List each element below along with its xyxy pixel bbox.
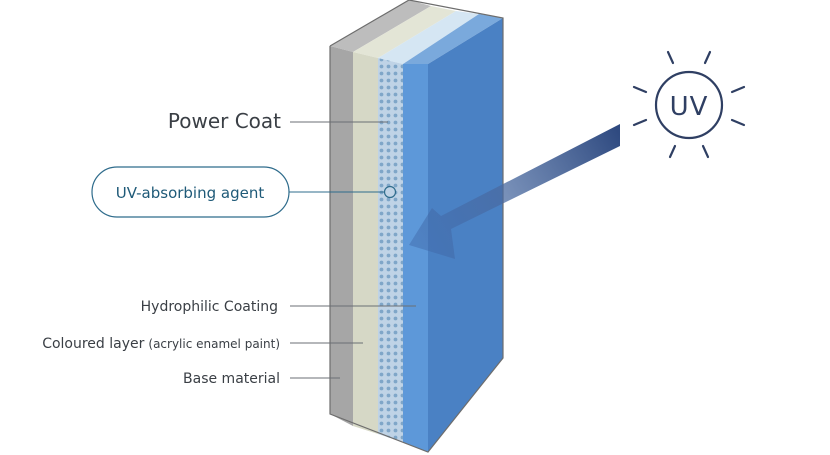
hydrophilic-layer [403,64,428,452]
hydrophilic-callout: Hydrophilic Coating [141,299,416,315]
hydrophilic-label: Hydrophilic Coating [141,299,278,315]
coloured-layer-callout: Coloured layer (acrylic enamel paint) [42,336,363,352]
power-coat-dots [378,58,403,442]
uv-agent-marker [383,185,397,199]
coloured-layer-main: Coloured layer [42,336,144,352]
coloured-layer-note: (acrylic enamel paint) [148,337,280,351]
base-material-callout: Base material [183,371,340,387]
coloured-layer-top [353,6,456,58]
power-coat-callout: Power Coat [168,109,388,133]
power-coat-label: Power Coat [168,109,281,133]
uv-agent-label: UV-absorbing agent [116,184,265,202]
uv-agent-callout: UV-absorbing agent [91,166,397,218]
power-coat-top [378,11,479,64]
coloured-layer-label: Coloured layer (acrylic enamel paint) [42,336,280,352]
sun-label: UV [670,92,709,122]
layer-block [329,0,504,453]
base-material-top [330,0,431,52]
hydrophilic-top [403,14,503,64]
base-material-label: Base material [183,371,280,387]
panel-front-face [428,18,503,452]
panel-outline [329,0,504,453]
uv-arrow-icon [409,124,620,259]
sun-icon: UV [632,50,746,159]
base-material-layer [330,46,353,426]
coloured-layer [353,52,378,434]
